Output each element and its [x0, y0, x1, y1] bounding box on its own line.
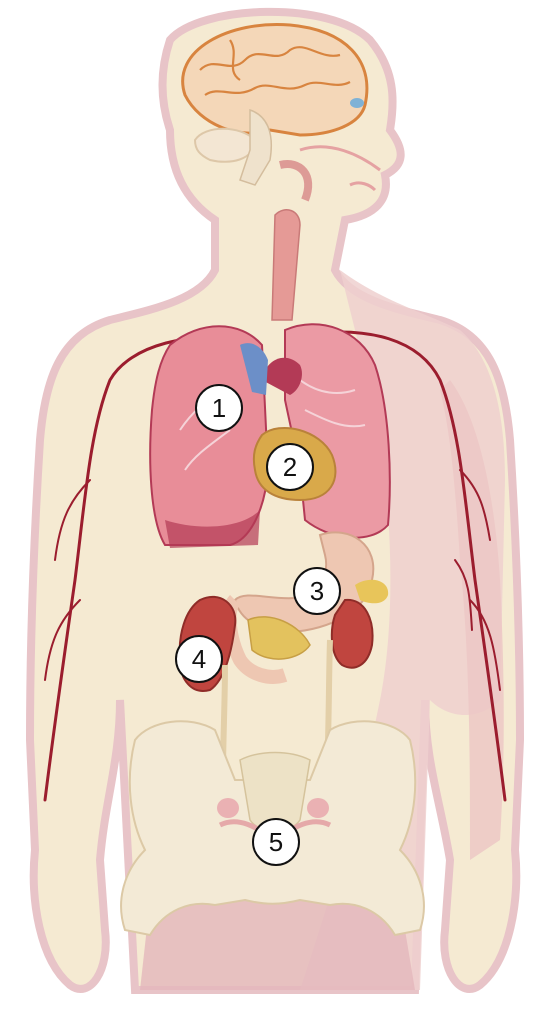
- marker-stomach: 3: [294, 568, 340, 614]
- right-ovary: [307, 798, 329, 818]
- brain-shape: [183, 24, 367, 135]
- gallbladder: [355, 580, 388, 603]
- marker-heart: 2: [267, 444, 313, 490]
- marker-ovaries: 5: [253, 819, 299, 865]
- cerebellum: [195, 129, 255, 162]
- right-kidney: [332, 600, 373, 668]
- marker-label: 4: [192, 644, 206, 674]
- left-ovary: [217, 798, 239, 818]
- eye: [350, 98, 364, 108]
- marker-label: 2: [283, 452, 297, 482]
- marker-kidney: 4: [176, 636, 222, 682]
- marker-label: 1: [212, 393, 226, 423]
- marker-label: 3: [310, 576, 324, 606]
- marker-lungs: 1: [196, 385, 242, 431]
- marker-label: 5: [269, 827, 283, 857]
